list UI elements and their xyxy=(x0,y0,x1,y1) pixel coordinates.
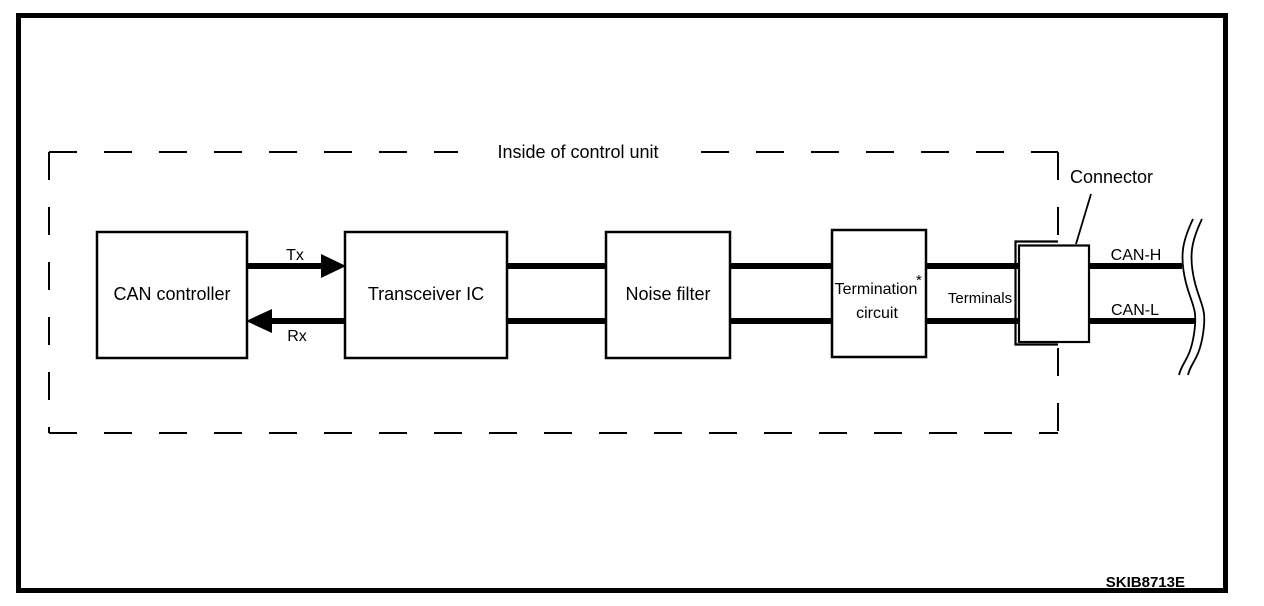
rx-arrow xyxy=(246,309,345,333)
connector-pointer-line xyxy=(1075,193,1092,245)
termination-label-line1: Termination xyxy=(835,281,918,298)
wire-break-icon xyxy=(1178,218,1206,376)
connector-flange xyxy=(1014,240,1058,346)
tx-arrowhead-icon xyxy=(321,254,346,278)
terminals-label: Terminals xyxy=(948,290,1012,307)
noise-filter-label: Noise filter xyxy=(625,284,710,304)
control-unit-boundary xyxy=(48,151,1059,434)
rx-label: Rx xyxy=(287,328,307,345)
can-controller-label: CAN controller xyxy=(113,284,230,304)
can-l-label: CAN-L xyxy=(1111,302,1159,319)
noise-filter-box xyxy=(604,230,732,360)
termination-label-line2: circuit xyxy=(856,305,898,322)
rx-arrowhead-icon xyxy=(246,309,272,333)
can-h-label: CAN-H xyxy=(1111,247,1162,264)
connector-body xyxy=(1017,244,1091,344)
termination-asterisk: * xyxy=(916,272,922,289)
transceiver-label: Transceiver IC xyxy=(368,284,484,304)
connector-symbol xyxy=(1014,240,1091,346)
termination-circuit-box xyxy=(830,228,928,359)
figure-code: SKIB8713E xyxy=(1106,574,1185,591)
bus-lines xyxy=(507,263,1196,324)
boundary-label: Inside of control unit xyxy=(497,142,658,162)
tx-label: Tx xyxy=(286,247,304,264)
tx-arrow xyxy=(247,254,346,278)
connector-label: Connector xyxy=(1070,167,1153,187)
transceiver-box xyxy=(343,230,509,360)
can-controller-box xyxy=(95,230,249,360)
